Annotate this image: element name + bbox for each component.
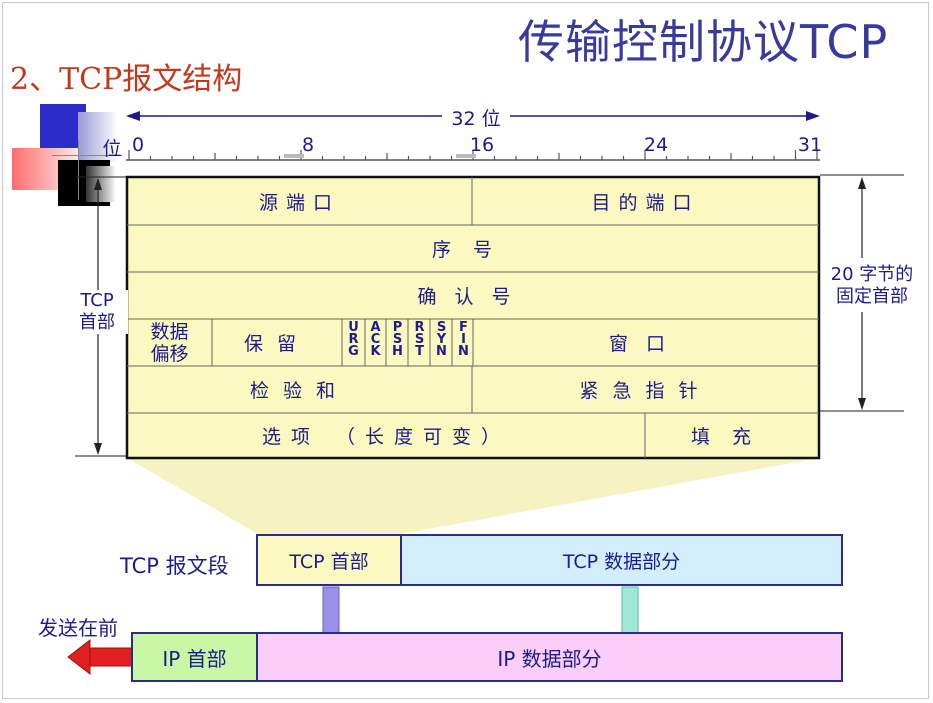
ruler-tick-16: 16: [469, 134, 495, 156]
flag-urg-char: G: [348, 344, 359, 359]
send-first-label: 发送在前: [38, 616, 118, 640]
flag-urg-char: R: [348, 332, 359, 347]
field-ack-number: 确认号: [417, 286, 529, 308]
flag-ack: A C K: [367, 320, 384, 359]
field-data-offset: 数据 偏移: [127, 319, 212, 366]
tcp-header-label-line2: 首部: [79, 312, 115, 333]
fixed-header-label: 20 字节的 固定首部: [822, 264, 922, 308]
field-padding: 填充: [690, 426, 773, 448]
decorative-squares: [12, 100, 122, 210]
field-options: 选项 （长度可变）: [261, 426, 511, 448]
flag-urg-char: U: [348, 320, 359, 335]
ruler-tick-0: 0: [131, 134, 145, 156]
flag-fin-char: I: [461, 332, 466, 347]
fixed-header-label-line1: 20 字节的: [830, 264, 914, 285]
tcp-segment-data: TCP 数据部分: [400, 534, 843, 586]
ip-data: IP 数据部分: [256, 632, 843, 682]
field-checksum: 检验和: [249, 380, 349, 402]
flag-ack-char: A: [370, 320, 381, 335]
flag-rst-char: T: [415, 344, 424, 359]
ruler-tick-24: 24: [643, 134, 669, 156]
field-sequence-number: 序号: [431, 239, 514, 261]
tcp-segment-label: TCP 报文段: [120, 554, 229, 578]
ruler-bit-label: 位: [102, 138, 122, 160]
tcp-header-label-line1: TCP: [80, 290, 114, 311]
flag-ack-char: K: [370, 344, 381, 359]
flag-fin-char: F: [459, 320, 468, 335]
data-offset-line2: 偏移: [150, 342, 189, 365]
flag-fin-char: N: [458, 344, 469, 359]
flag-syn: S Y N: [433, 320, 450, 359]
field-reserved: 保留: [243, 333, 310, 355]
ruler-tick-8: 8: [301, 134, 315, 156]
slide-title: 传输控制协议TCP: [518, 15, 889, 69]
flag-psh-char: P: [392, 320, 403, 335]
field-window: 窗口: [608, 333, 683, 355]
flag-syn-char: N: [436, 344, 447, 359]
flag-syn-char: S: [436, 320, 447, 335]
flag-rst: R S T: [411, 320, 428, 359]
flag-fin: F I N: [455, 320, 472, 359]
field-urgent-pointer: 紧急指针: [579, 380, 712, 402]
tcp-header-label: TCP 首部: [66, 290, 128, 334]
tcp-segment-header: TCP 首部: [256, 534, 402, 586]
ruler-span-label: 32 位: [451, 108, 501, 130]
left-arrow-icon: [67, 638, 133, 676]
flag-psh-char: S: [392, 332, 403, 347]
fixed-header-label-line2: 固定首部: [836, 286, 908, 307]
flag-urg: U R G: [345, 320, 362, 359]
ip-header: IP 首部: [131, 632, 258, 682]
flag-psh-char: H: [392, 344, 403, 359]
field-source-port: 源端口: [258, 191, 340, 214]
flag-rst-char: S: [414, 332, 425, 347]
field-dest-port: 目的端口: [591, 191, 700, 214]
flag-rst-char: R: [414, 320, 425, 335]
slide-subtitle: 2、TCP报文结构: [10, 62, 243, 97]
flag-ack-char: C: [370, 332, 381, 347]
ruler-tick-31: 31: [797, 134, 823, 156]
flag-psh: P S H: [389, 320, 406, 359]
flag-syn-char: Y: [436, 332, 447, 347]
data-offset-line1: 数据: [150, 320, 189, 343]
